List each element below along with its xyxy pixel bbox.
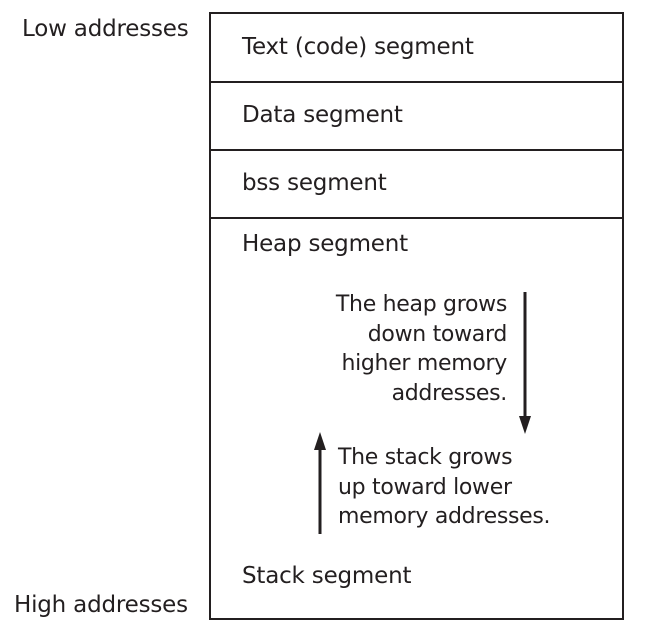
- heap-segment-label: Heap segment: [242, 231, 408, 257]
- text-segment: Text (code) segment: [211, 14, 622, 83]
- data-segment: Data segment: [211, 83, 622, 151]
- heap-note-line: higher memory: [341, 351, 507, 376]
- stack-growth-note: The stack grows up toward lower memory a…: [338, 443, 551, 532]
- data-segment-label: Data segment: [242, 102, 403, 128]
- heap-note-line: The heap grows: [335, 292, 507, 317]
- memory-layout-box: Text (code) segment Data segment bss seg…: [209, 12, 624, 620]
- low-addresses-label: Low addresses: [22, 16, 189, 42]
- heap-growth-note: The heap grows down toward higher memory…: [336, 290, 507, 408]
- stack-up-arrow-icon: [314, 432, 326, 534]
- stack-note-line: up toward lower: [338, 474, 512, 500]
- stack-segment-label: Stack segment: [242, 563, 412, 589]
- bss-segment: bss segment: [211, 151, 622, 219]
- text-segment-label: Text (code) segment: [242, 34, 474, 60]
- stack-note-line: memory addresses.: [338, 504, 551, 529]
- heap-down-arrow-icon: [519, 292, 531, 434]
- stack-note-line: The stack grows: [338, 445, 513, 470]
- bss-segment-label: bss segment: [242, 170, 387, 196]
- heap-note-line: addresses.: [391, 380, 508, 406]
- high-addresses-label: High addresses: [14, 592, 188, 618]
- heap-note-line: down toward: [367, 321, 508, 347]
